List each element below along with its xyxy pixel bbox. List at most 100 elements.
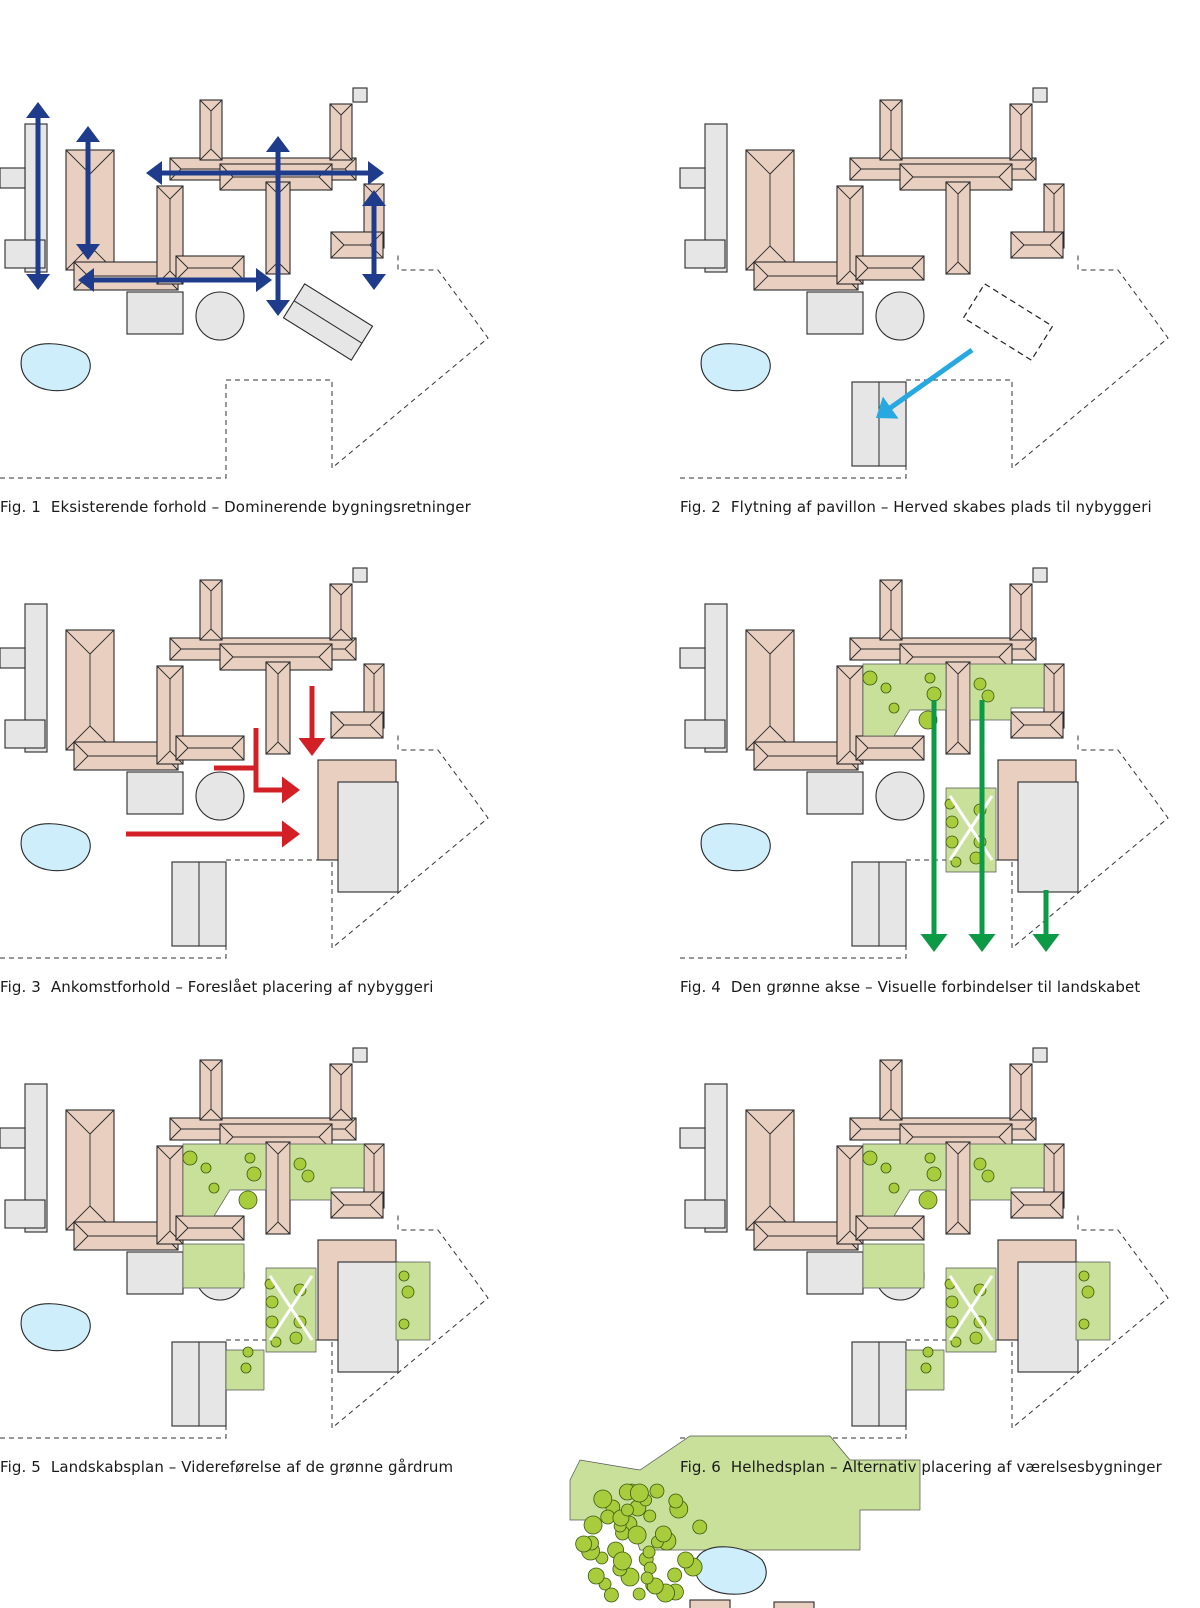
tree	[583, 1515, 603, 1535]
site-plan-1	[0, 87, 489, 479]
green-area	[182, 1143, 267, 1217]
new-building	[1017, 1261, 1079, 1373]
tree	[918, 1190, 938, 1210]
grey-building	[126, 771, 184, 815]
tree	[587, 1567, 605, 1585]
tree	[242, 1346, 254, 1358]
green-area	[969, 663, 1045, 721]
figure-number: Fig. 6	[680, 1458, 721, 1476]
path-cross	[268, 1275, 314, 1341]
figure-number: Fig. 3	[0, 978, 41, 996]
grey-building	[704, 1083, 728, 1233]
grey-annex	[679, 647, 706, 669]
site-boundary	[0, 1212, 489, 1439]
figure-title: Den grønne akse – Visuelle forbindelser …	[730, 978, 1141, 996]
tree	[880, 682, 892, 694]
tree	[950, 856, 962, 868]
tree	[1081, 1285, 1095, 1299]
tree	[888, 1182, 900, 1194]
site-base	[679, 567, 1169, 959]
tree	[945, 835, 959, 849]
grey-building	[126, 1251, 184, 1295]
tree	[926, 686, 942, 702]
tree	[888, 702, 900, 714]
new-building	[337, 1261, 399, 1373]
tree	[862, 670, 878, 686]
green-axis	[851, 663, 1079, 952]
new-building	[337, 781, 399, 893]
tree	[643, 1509, 657, 1523]
grey-annex	[679, 167, 706, 189]
chimney	[1032, 1047, 1048, 1063]
tree	[973, 1157, 987, 1171]
pond	[700, 343, 771, 392]
arrival-arrows	[126, 686, 399, 947]
figure-6: Fig. 6 Helhedsplan – Alternativ placering…	[569, 1040, 1200, 1608]
tree	[240, 1362, 252, 1374]
site-base	[0, 1047, 489, 1439]
round-building	[195, 771, 245, 821]
tree	[924, 1152, 936, 1164]
chimney	[1032, 567, 1048, 583]
chimney	[352, 1047, 368, 1063]
tree	[924, 672, 936, 684]
room-building	[773, 1601, 815, 1608]
landscape-plan	[171, 1143, 431, 1427]
site-boundary	[680, 252, 1169, 479]
tree	[398, 1270, 410, 1282]
green-area	[862, 1243, 925, 1289]
chimney	[1032, 87, 1048, 103]
site-plan-2	[679, 87, 1169, 479]
tree	[593, 1489, 613, 1509]
chimney	[352, 567, 368, 583]
tree	[922, 1346, 934, 1358]
tree	[265, 1295, 279, 1309]
tree	[270, 1336, 282, 1348]
tree	[238, 1190, 258, 1210]
tree	[655, 1525, 672, 1543]
grey-building	[806, 1251, 864, 1295]
round-building	[195, 291, 245, 341]
site-plan-5	[0, 1047, 489, 1439]
pond	[20, 823, 91, 872]
tree	[880, 1162, 892, 1174]
green-area	[969, 1143, 1045, 1201]
path-cross	[948, 795, 994, 861]
tree	[200, 1162, 212, 1174]
grey-annex	[684, 1199, 726, 1229]
green-area	[182, 1243, 245, 1289]
round-building	[875, 771, 925, 821]
grey-annex	[4, 719, 46, 749]
tree	[244, 1152, 256, 1164]
tree	[950, 1336, 962, 1348]
tree	[632, 1587, 646, 1601]
site-boundary	[680, 732, 1169, 959]
figure-title: Landskabsplan – Videreførelse af de grøn…	[50, 1458, 454, 1476]
tree	[627, 1525, 647, 1545]
chimney	[352, 87, 368, 103]
figure-title: Flytning af pavillon – Herved skabes pla…	[730, 498, 1152, 516]
tree	[301, 1169, 315, 1183]
tree	[649, 1483, 665, 1499]
site-base	[0, 567, 489, 959]
tree	[692, 1519, 708, 1535]
tree	[604, 1587, 619, 1603]
pavilion	[282, 283, 374, 361]
figure-title: Helhedsplan – Alternativ placering af væ…	[730, 1458, 1162, 1476]
site-plan-4	[679, 567, 1169, 959]
tree	[640, 1571, 654, 1585]
tree	[677, 1551, 695, 1569]
tree	[293, 1157, 307, 1171]
round-building	[875, 291, 925, 341]
figure-caption: Fig. 6 Helhedsplan – Alternativ placering…	[680, 1458, 1162, 1476]
site-base	[679, 87, 1169, 479]
tree	[862, 1150, 878, 1166]
tree	[398, 1318, 410, 1330]
site-boundary	[0, 252, 489, 479]
grey-annex	[684, 719, 726, 749]
grey-annex	[0, 167, 26, 189]
